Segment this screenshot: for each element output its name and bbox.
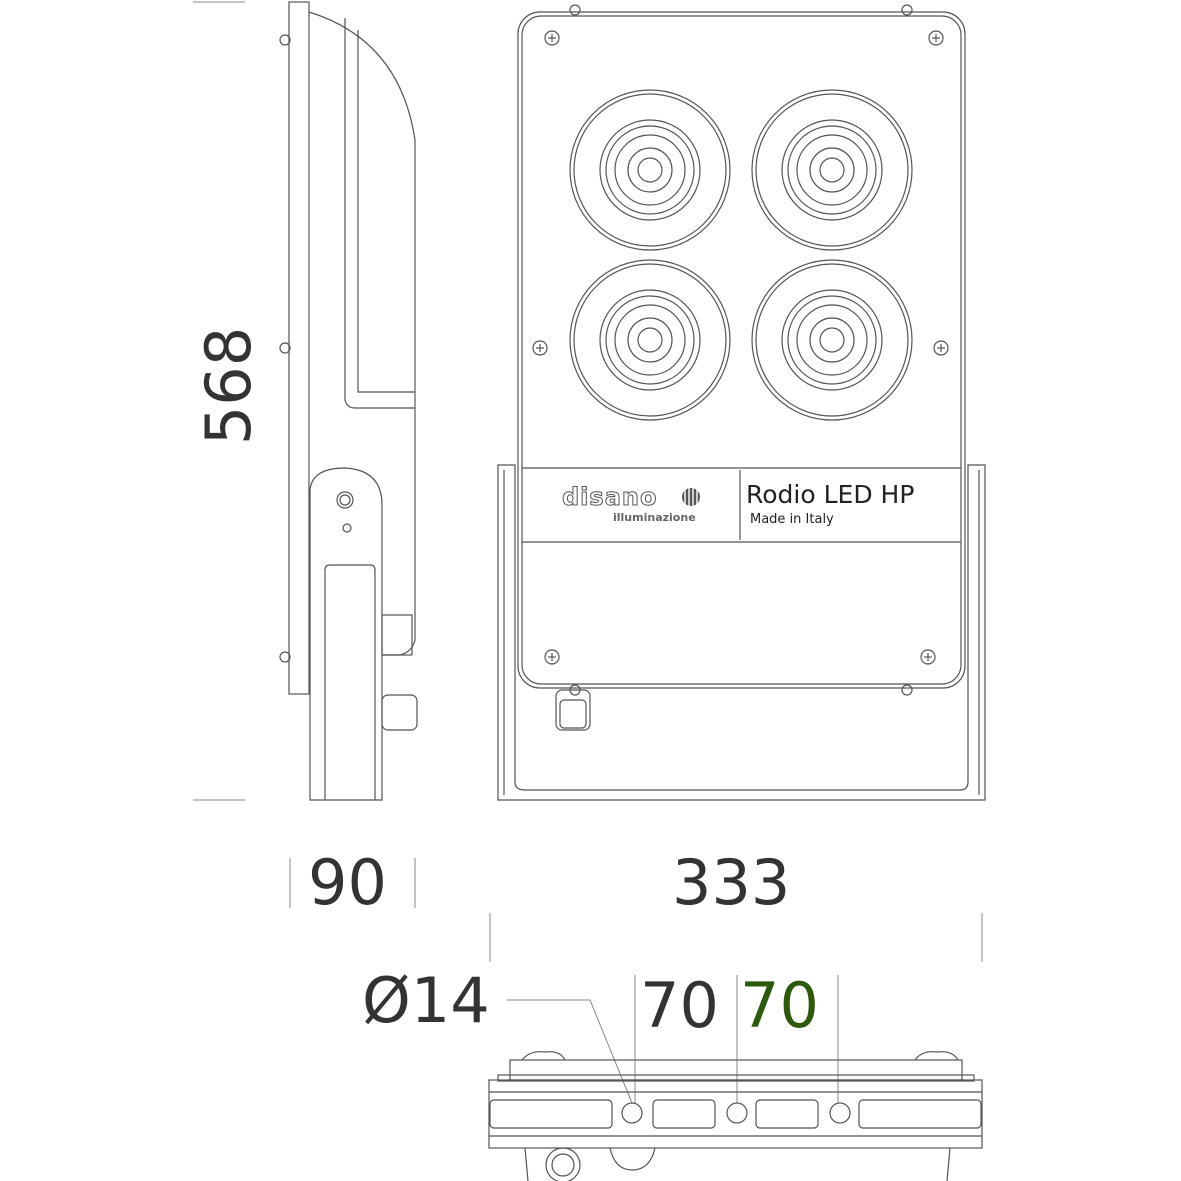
hole-diameter-dimension: Ø14 [362,964,490,1037]
bottom-view [488,1051,983,1181]
screw-icon [928,30,944,46]
screw-icon [532,340,548,356]
globe-icon [682,488,700,506]
screw-icon [544,649,560,665]
depth-dimension: 90 [308,846,387,919]
product-name: Rodio LED HP [746,480,915,509]
side-view [193,1,418,801]
led-lens [751,89,913,251]
brand-subtitle: illuminazione [613,511,696,524]
height-dimension: 568 [192,326,266,446]
led-lens [569,89,731,251]
front-view [497,4,986,801]
spacing-dimension-1: 70 [640,969,719,1042]
led-lens [751,259,913,421]
width-dimension: 333 [672,846,791,919]
origin-text: Made in Italy [750,512,834,527]
screw-icon [544,30,560,46]
screw-icon [933,340,949,356]
led-lens [569,259,731,421]
spacing-dimension-2: 70 [740,969,819,1042]
brand-logo: disano [561,483,658,512]
screw-icon [920,649,936,665]
